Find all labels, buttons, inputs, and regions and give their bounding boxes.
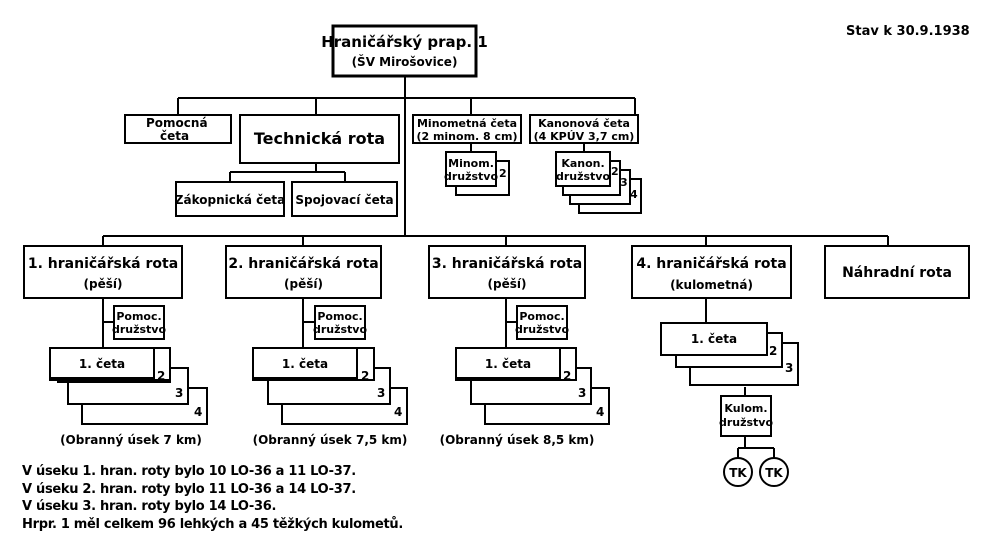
spojovaci-ceta-box: Spojovací četa [291, 181, 398, 217]
zakopnicka-ceta-box: Zákopnická četa [175, 181, 285, 217]
svg-text:Pomoc.: Pomoc. [116, 310, 161, 323]
sector-label: (Obranný úsek 7 km) [60, 433, 202, 447]
company-2: 2. hraničářská rota (pěší) Pomoc. družst… [225, 245, 408, 447]
svg-text:družstvo: družstvo [313, 323, 368, 336]
svg-text:2: 2 [361, 369, 369, 383]
minometna-ceta-box: Minometná četa (2 minom. 8 cm) [412, 114, 522, 144]
svg-text:3: 3 [578, 386, 586, 400]
notes: V úseku 1. hran. roty bylo 10 LO-36 a 11… [22, 463, 403, 533]
svg-text:1. četa: 1. četa [79, 357, 125, 371]
svg-text:Kanon.: Kanon. [561, 157, 604, 170]
svg-text:TK: TK [765, 466, 783, 480]
company-title: 2. hraničářská rota [228, 256, 378, 272]
company-title: 4. hraničářská rota [636, 256, 786, 272]
svg-text:2: 2 [499, 167, 507, 180]
company-3: 3. hraničářská rota (pěší) Pomoc. družst… [428, 245, 610, 447]
svg-text:(pěší): (pěší) [488, 277, 527, 291]
svg-text:Spojovací četa: Spojovací četa [295, 193, 393, 207]
battalion-subtitle: (ŠV Mirošovice) [352, 54, 458, 69]
svg-text:3: 3 [175, 386, 183, 400]
svg-text:2: 2 [611, 165, 619, 178]
nahradni-rota-box: Náhradní rota [824, 245, 970, 299]
svg-text:1. četa: 1. četa [485, 357, 531, 371]
svg-text:Technická rota: Technická rota [254, 129, 385, 148]
connector-lines [102, 76, 889, 458]
tk-circle-2 [759, 457, 789, 487]
svg-text:4: 4 [394, 405, 402, 419]
svg-text:Pomoc.: Pomoc. [317, 310, 362, 323]
kanon-druzstvo-stack: 4 3 2 Kanon. družstvo [555, 151, 642, 214]
svg-text:(pěší): (pěší) [284, 277, 323, 291]
note-line: V úseku 2. hran. roty bylo 11 LO-36 a 14… [22, 481, 356, 497]
svg-text:1. četa: 1. četa [282, 357, 328, 371]
company-4: 4. hraničářská rota (kulometná) 3 2 1. č… [631, 245, 799, 487]
company-1: 1. hraničářská rota (pěší) Pomoc. družst… [23, 245, 208, 447]
svg-text:4: 4 [596, 405, 604, 419]
svg-text:3: 3 [377, 386, 385, 400]
svg-text:3: 3 [785, 361, 793, 375]
svg-text:družstvo: družstvo [515, 323, 570, 336]
tk-circle-1 [723, 457, 753, 487]
svg-text:4: 4 [194, 405, 202, 419]
sector-label: (Obranný úsek 8,5 km) [440, 433, 595, 447]
svg-text:2: 2 [769, 344, 777, 358]
pomocna-ceta-box: Pomocná četa [124, 114, 232, 144]
battalion-title: Hraničářský prap. 1 [321, 33, 488, 51]
kanonova-ceta-box: Kanonová četa (4 KPÚV 3,7 cm) [529, 114, 639, 144]
note-line: V úseku 3. hran. roty bylo 14 LO-36. [22, 499, 277, 514]
svg-text:2: 2 [563, 369, 571, 383]
svg-text:1. četa: 1. četa [691, 332, 737, 346]
company-title: 3. hraničářská rota [432, 256, 582, 272]
svg-text:Minometná četa: Minometná četa [417, 117, 517, 130]
svg-text:(pěší): (pěší) [84, 277, 123, 291]
svg-text:(4 KPÚV 3,7 cm): (4 KPÚV 3,7 cm) [534, 130, 635, 143]
svg-text:Zákopnická četa: Zákopnická četa [175, 193, 285, 207]
note-line: V úseku 1. hran. roty bylo 10 LO-36 a 11… [22, 464, 356, 479]
svg-text:2: 2 [157, 369, 165, 383]
svg-text:Minom.: Minom. [448, 157, 494, 170]
svg-text:Pomoc.: Pomoc. [519, 310, 564, 323]
sector-label: (Obranný úsek 7,5 km) [253, 433, 408, 447]
svg-text:(kulometná): (kulometná) [670, 278, 753, 292]
company-title: 1. hraničářská rota [28, 256, 178, 272]
svg-text:družstvo: družstvo [444, 170, 499, 183]
svg-text:Kulom.: Kulom. [724, 402, 767, 415]
svg-text:družstvo: družstvo [112, 323, 167, 336]
svg-text:3: 3 [620, 176, 628, 189]
svg-text:TK: TK [729, 466, 747, 480]
note-line: Hrpr. 1 měl celkem 96 lehkých a 45 těžký… [22, 516, 404, 532]
svg-text:Kanonová četa: Kanonová četa [538, 117, 630, 130]
status-date: Stav k 30.9.1938 [846, 24, 970, 39]
svg-text:Náhradní rota: Náhradní rota [842, 265, 952, 281]
technicka-rota-box: Technická rota [239, 114, 400, 164]
svg-text:Pomocná: Pomocná [146, 116, 208, 130]
svg-text:družstvo: družstvo [719, 416, 774, 429]
svg-text:četa: četa [160, 129, 189, 143]
minom-druzstvo-stack: 2 Minom. družstvo [444, 151, 510, 196]
svg-text:družstvo: družstvo [556, 170, 611, 183]
svg-text:4: 4 [630, 188, 638, 201]
battalion-box: Hraničářský prap. 1 (ŠV Mirošovice) [321, 24, 488, 78]
svg-text:(2 minom. 8 cm): (2 minom. 8 cm) [416, 130, 517, 143]
